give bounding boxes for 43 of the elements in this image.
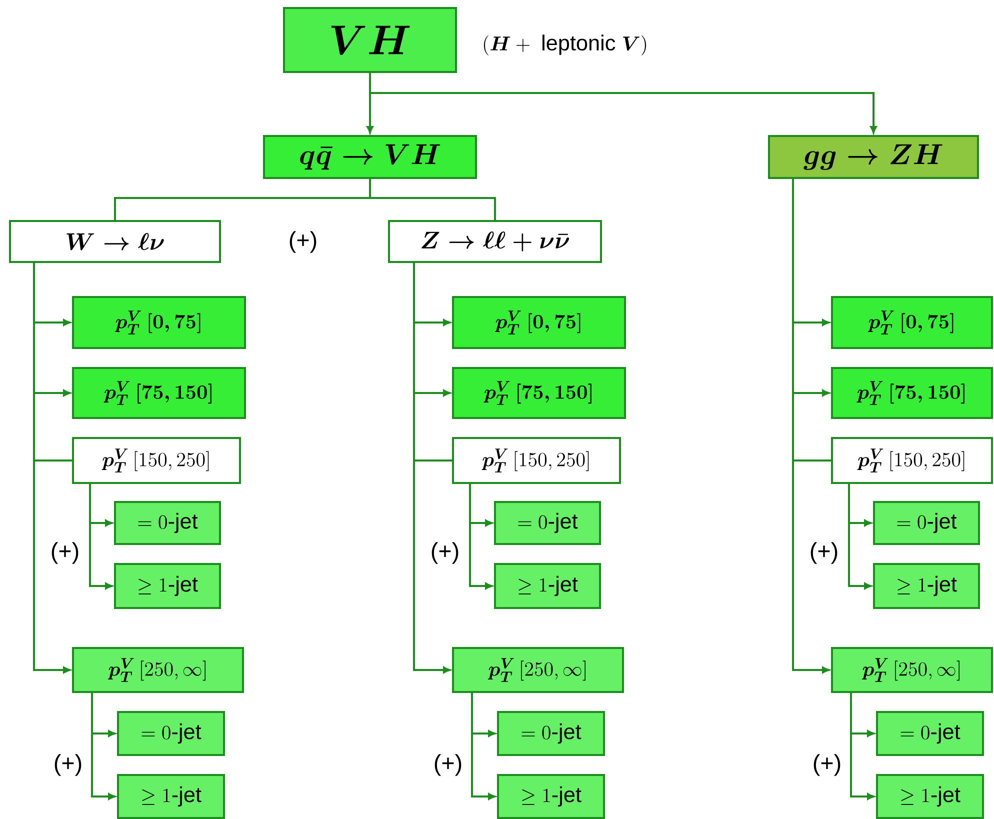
combination-label: (+) — [290, 231, 316, 253]
arrow — [469, 483, 492, 590]
combination-label: (+) — [54, 754, 82, 776]
category-box: $\geq 1\text{-jet}$ — [117, 774, 225, 819]
combination-label: (+) — [434, 754, 462, 776]
category-box: $\boldsymbol{p_T^V}\,[250,\infty]$ — [452, 647, 624, 693]
category-box: $\geq 1\text{-jet}$ — [497, 774, 605, 819]
combination-label: (+) — [52, 542, 78, 564]
category-box: $\boldsymbol{p_T^V}\,[250,\infty]$ — [72, 647, 244, 693]
category-box: $\boldsymbol{VH}$ — [283, 7, 457, 73]
category-box: $=0\text{-jet}$ — [494, 501, 601, 545]
category-box: $\boldsymbol{p_T^V\,[75,150]}$ — [72, 367, 246, 419]
category-box: $\boldsymbol{Z\to\ell\ell+\nu\bar{\nu}}$ — [388, 220, 602, 263]
category-box: $=0\text{-jet}$ — [114, 501, 221, 545]
combination-label: (+) — [810, 542, 838, 564]
category-box: $\boldsymbol{p_T^V}\,[150,250]$ — [452, 437, 621, 484]
annotation-text: $(\boldsymbol{H}+\text{ leptonic }\boldsymbol{V})$ — [484, 34, 646, 56]
category-box: $\geq 1\text{-jet}$ — [876, 774, 984, 819]
arrow — [471, 692, 496, 800]
arrow — [850, 692, 874, 800]
category-box: $\boldsymbol{p_T^V\,[75,150]}$ — [831, 367, 993, 419]
category-box: $\boldsymbol{p_T^V}\,[150,250]$ — [72, 437, 241, 484]
category-box: $\boldsymbol{p_T^V\,[75,150]}$ — [452, 367, 626, 419]
category-box: $=0\text{-jet}$ — [876, 711, 984, 756]
category-box: $\boldsymbol{p_T^V}\,[150,250]$ — [831, 437, 993, 484]
category-box: $\boldsymbol{q\bar{q}\to VH}$ — [263, 135, 477, 179]
combination-label: (+) — [432, 542, 458, 564]
category-box: $=0\text{-jet}$ — [497, 711, 605, 756]
category-box: $\boldsymbol{p_T^V\,[0,75]}$ — [831, 296, 993, 349]
category-box: $\boldsymbol{p_T^V}\,[250,\infty]$ — [831, 647, 993, 693]
combination-label: (+) — [814, 754, 840, 776]
category-box: $=0\text{-jet}$ — [117, 711, 225, 756]
category-box: $\boldsymbol{W\to\ell\nu}$ — [9, 220, 221, 263]
category-box: $\boldsymbol{p_T^V\,[0,75]}$ — [72, 296, 246, 349]
category-box: $\geq 1\text{-jet}$ — [114, 563, 221, 609]
arrow — [848, 483, 872, 590]
arrow — [91, 692, 116, 800]
arrow — [89, 483, 112, 590]
category-box: $\geq 1\text{-jet}$ — [873, 563, 980, 609]
category-box: $\boldsymbol{p_T^V\,[0,75]}$ — [452, 296, 626, 349]
category-box: $\geq 1\text{-jet}$ — [494, 563, 601, 609]
category-box: $=0\text{-jet}$ — [873, 501, 980, 545]
category-box: $\boldsymbol{gg\to ZH}$ — [768, 135, 979, 179]
